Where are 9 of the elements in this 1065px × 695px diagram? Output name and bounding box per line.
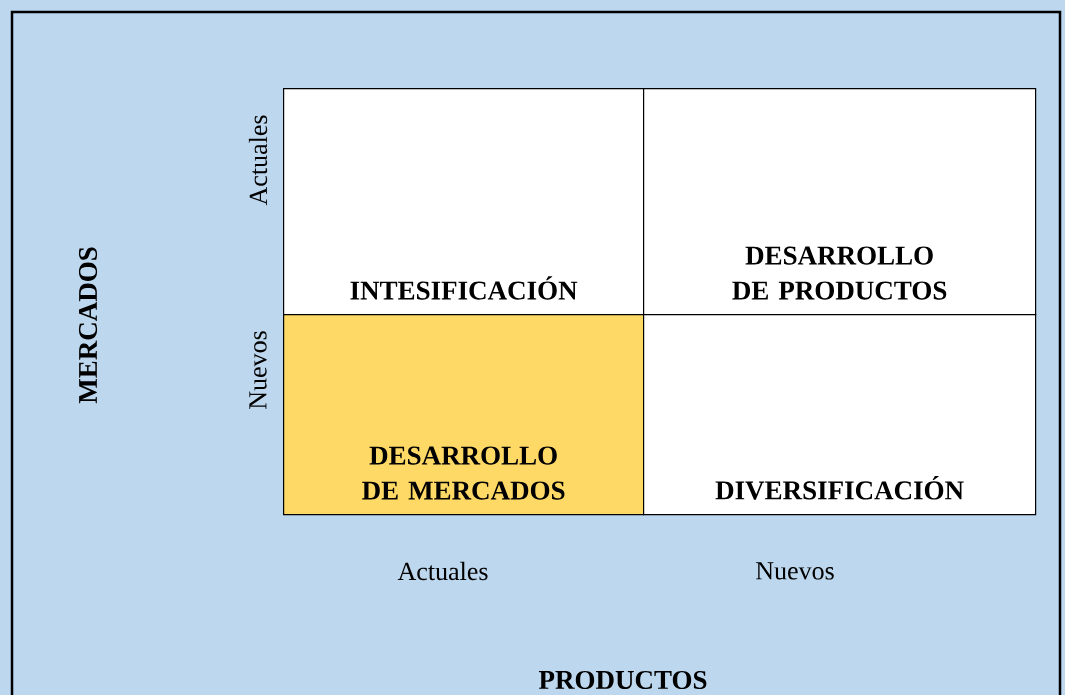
axis-label: Nuevos bbox=[756, 562, 834, 580]
axis-label: Nuevos bbox=[249, 331, 267, 409]
axis-label: Actuales bbox=[397, 561, 488, 581]
matrix-cell: DESARROLLO DE MERCADOS bbox=[283, 314, 645, 516]
matrix-cell: DESARROLLO DE PRODUCTOS bbox=[643, 88, 1037, 316]
matrix-cell: DIVERSIFICACIÓN bbox=[643, 314, 1037, 516]
axis-title: PRODUCTOS bbox=[538, 670, 707, 690]
axis-title: MERCADOS bbox=[78, 247, 98, 404]
matrix-cell: INTESIFICACIÓN bbox=[283, 88, 645, 316]
